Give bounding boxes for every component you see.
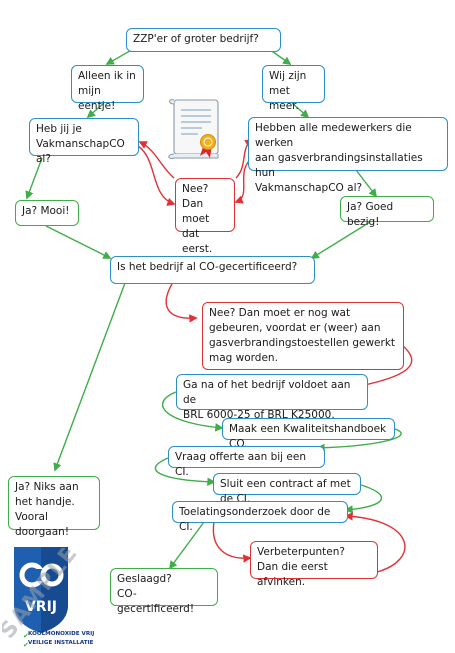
certificate-icon [168, 99, 219, 159]
step-sign-contract: Sluit een contract af met de CI. [213, 473, 361, 505]
arrow-brl-to-handbook [161, 391, 224, 432]
co-vrij-logo: VRIJ ✔ ✔ KOOLMONOXIDE VRIJ VEILIGE INSTA… [6, 541, 118, 649]
svg-text:VRIJ: VRIJ [25, 599, 57, 615]
arrow-nee-to-heb [138, 141, 175, 179]
arrow-cert-to-no [165, 283, 198, 323]
logo-line-2: VEILIGE INSTALLATIE [28, 640, 94, 646]
step-admission-research: Toelatingsonderzoek door de CI. [172, 501, 348, 533]
co-vrij-shield-icon: VRIJ ✔ ✔ [14, 547, 68, 649]
answer-more: Wij zijn met meer. [262, 65, 325, 112]
arrow-no-to-brl [358, 344, 413, 389]
step-quality-handbook: Maak een Kwaliteitshandboek CO. [222, 418, 395, 450]
step-request-quote: Vraag offerte aan bij een CI. [168, 446, 325, 478]
arrow-heb-to-nee [137, 145, 176, 206]
arrow-more-to-all [291, 102, 310, 119]
answer-alone: Alleen ik in mijn eentje! [71, 65, 144, 112]
arrow-goed-to-cert [310, 221, 371, 259]
answer-no-more-needed: Nee? Dan moet er nog wat gebeuren, voord… [202, 302, 404, 370]
arrow-all-to-nee [234, 159, 251, 204]
arrow-admission-to-passed [169, 521, 205, 570]
arrow-improve-to-admission [344, 512, 406, 573]
answer-passed-certified: Geslaagd? CO-gecertificeerd! [110, 568, 218, 615]
arrow-admission-to-improve [212, 521, 252, 563]
answer-yes-continue: Ja? Niks aan het handje. Vooral doorgaan… [8, 476, 100, 538]
answer-yes-good: Ja? Goed bezig! [340, 196, 434, 228]
arrow-handbook-to-quote [316, 427, 402, 452]
answer-no-do-first: Nee? Dan moet dat eerst. [175, 178, 235, 255]
question-own-vakmanschap: Heb jij je VakmanschapCO al? [29, 118, 139, 165]
answer-improvement-points: Verbeterpunten? Dan die eerst afvinken. [250, 541, 378, 588]
question-all-employees: Hebben alle medewerkers die werken aan g… [248, 117, 448, 194]
arrow-heb-to-mooi [25, 157, 43, 200]
arrow-mooi-to-cert [45, 225, 112, 259]
step-check-brl: Ga na of het bedrijf voldoet aan de BRL … [176, 374, 368, 421]
arrow-all-to-goed [355, 169, 378, 198]
question-co-certified: Is het bedrijf al CO-gecertificeerd? [110, 256, 315, 284]
arrow-cert-to-ja [53, 282, 126, 472]
question-zzp-or-company: ZZP'er of groter bedrijf? [126, 28, 281, 52]
arrow-alone-to-heb [86, 102, 105, 119]
arrow-quote-to-contract [154, 457, 216, 486]
logo-line-1: KOOLMONOXIDE VRIJ [28, 631, 95, 637]
answer-yes-nice: Ja? Mooi! [15, 200, 79, 226]
svg-text:✔: ✔ [23, 641, 29, 649]
svg-text:✔: ✔ [23, 632, 29, 640]
arrow-contract-to-admission [344, 483, 382, 514]
